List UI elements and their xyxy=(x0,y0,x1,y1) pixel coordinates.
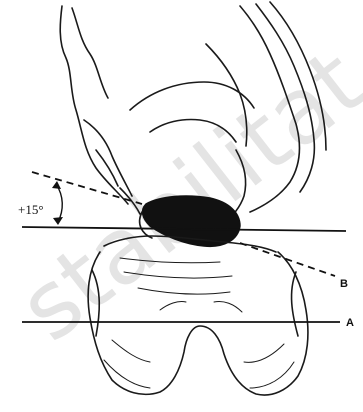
angle-arc xyxy=(52,181,63,225)
arrow-up-icon xyxy=(52,181,61,189)
line-b-label: B xyxy=(340,278,348,290)
angle-label: +15° xyxy=(18,202,44,217)
line-a-label: A xyxy=(346,317,354,329)
line-b xyxy=(240,243,335,276)
arrow-down-icon xyxy=(53,217,63,225)
